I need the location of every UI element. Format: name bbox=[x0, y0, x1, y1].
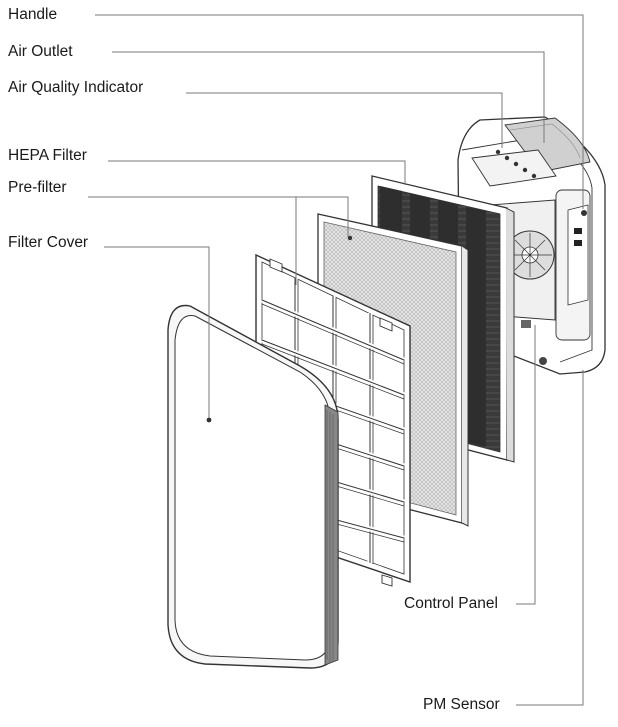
control-panel-buttons bbox=[495, 149, 537, 179]
control-button-icon bbox=[495, 149, 501, 155]
leader-control-panel bbox=[516, 325, 536, 605]
label-filter-cover: Filter Cover bbox=[8, 234, 89, 251]
label-hepa-filter: HEPA Filter bbox=[8, 147, 87, 164]
label-control-panel: Control Panel bbox=[404, 595, 498, 612]
filter-cover bbox=[167, 304, 339, 669]
label-pm-sensor: PM Sensor bbox=[423, 696, 500, 713]
leader-handle bbox=[95, 14, 584, 209]
leader-air-quality-indicator bbox=[186, 92, 503, 148]
control-button-icon bbox=[504, 155, 510, 161]
control-button-icon bbox=[522, 167, 528, 173]
control-button-icon bbox=[531, 173, 537, 179]
label-handle: Handle bbox=[8, 6, 58, 23]
leader-pre-filter bbox=[88, 196, 349, 237]
label-pre-filter: Pre-filter bbox=[8, 179, 67, 196]
leader-filter-cover bbox=[104, 246, 210, 418]
label-air-quality-indicator: Air Quality Indicator bbox=[8, 79, 144, 96]
leader-air-outlet bbox=[112, 51, 545, 143]
leader-hepa-filter bbox=[108, 160, 406, 185]
leader-pm-sensor bbox=[516, 370, 584, 706]
control-button-icon bbox=[513, 161, 519, 167]
label-air-outlet: Air Outlet bbox=[8, 43, 73, 60]
leader-lines bbox=[88, 14, 584, 706]
